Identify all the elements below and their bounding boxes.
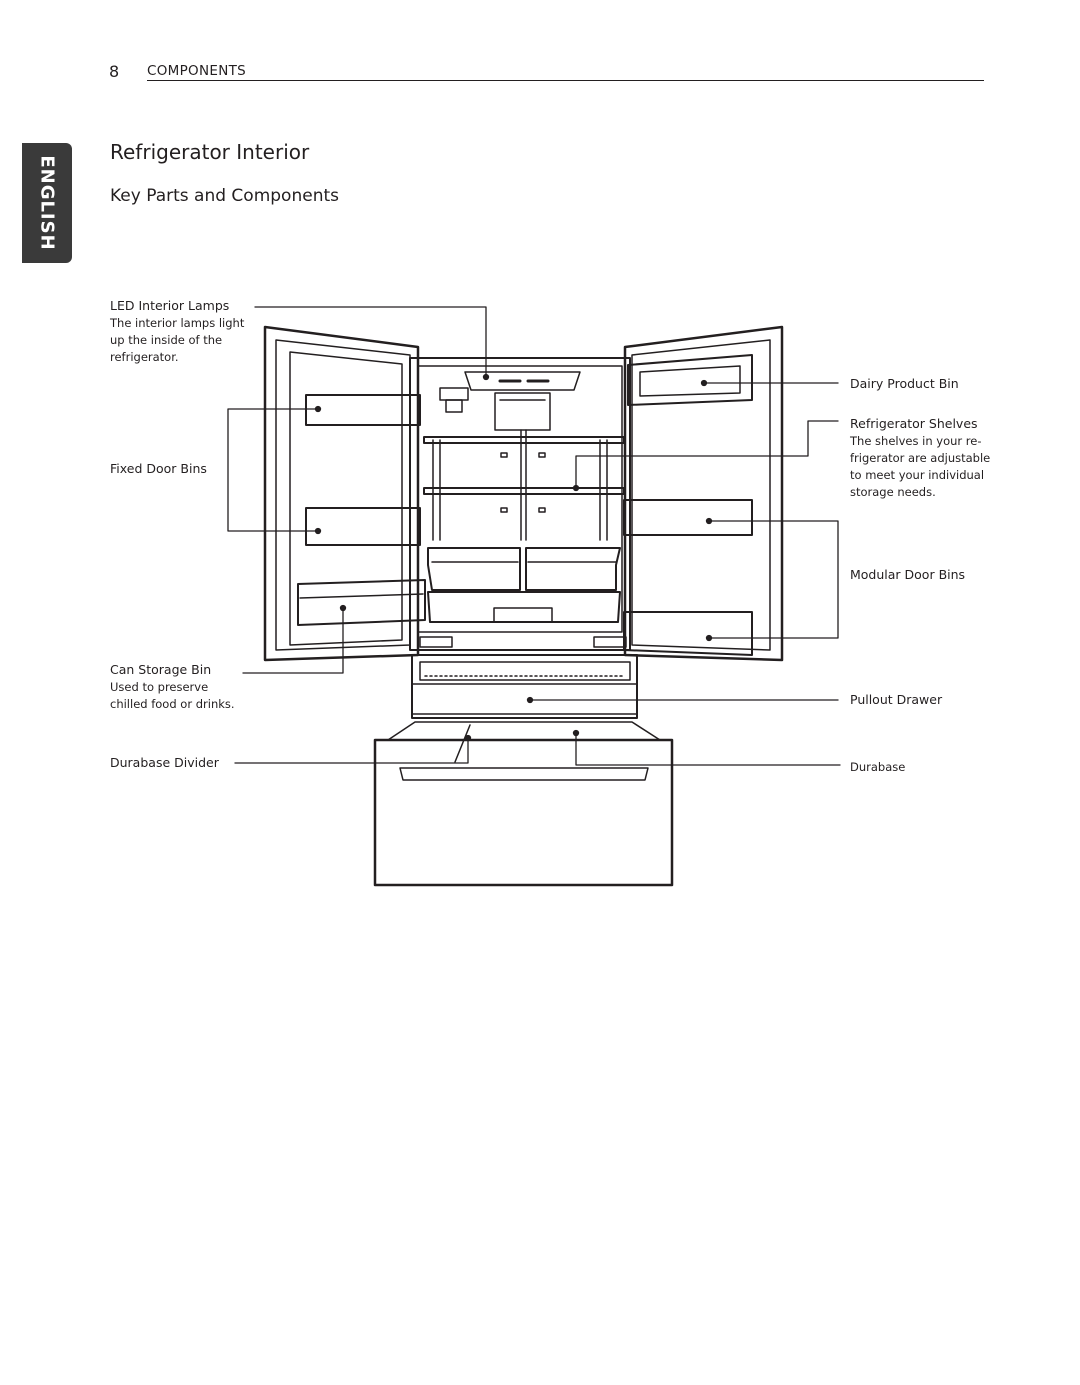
desc-line: storage needs. [850, 485, 936, 499]
desc-line: The interior lamps light [110, 316, 245, 330]
pullout-drawer-label: Pullout Drawer [850, 692, 943, 707]
page-subtitle: Key Parts and Components [110, 186, 339, 206]
led-lamps-label: LED Interior Lamps [110, 298, 230, 313]
desc-line: frigerator are adjustable [850, 451, 991, 465]
refrigerator-shelves-label: Refrigerator Shelves [850, 416, 978, 431]
language-tab: ENGLISH [22, 143, 72, 263]
desc-line: The shelves in your re- [850, 434, 982, 448]
dairy-product-bin-label: Dairy Product Bin [850, 376, 959, 391]
desc-line: refrigerator. [110, 350, 179, 364]
callout-leaders [227, 306, 841, 766]
header-divider [147, 80, 984, 81]
fixed-door-bins-label: Fixed Door Bins [110, 461, 207, 476]
desc-line: chilled food or drinks. [110, 697, 235, 711]
durabase-label: Durabase [850, 760, 906, 774]
freezer [373, 654, 674, 887]
desc-line: Used to preserve [110, 680, 209, 694]
right-door [623, 325, 784, 662]
refrigerator-shelves-description: The shelves in your re- frigerator are a… [850, 433, 990, 501]
can-storage-bin-label: Can Storage Bin [110, 662, 212, 677]
modular-door-bins-label: Modular Door Bins [850, 567, 966, 582]
section-title: COMPONENTS [147, 63, 247, 79]
desc-line: to meet your individual [850, 468, 985, 482]
page-number: 8 [109, 62, 120, 81]
desc-line: up the inside of the [110, 333, 223, 347]
page-title: Refrigerator Interior [110, 140, 310, 164]
durabase-divider-label: Durabase Divider [110, 755, 219, 770]
led-lamps-description: The interior lamps light up the inside o… [110, 315, 244, 366]
can-storage-bin-description: Used to preserve chilled food or drinks. [110, 679, 235, 713]
cabinet [409, 357, 631, 651]
